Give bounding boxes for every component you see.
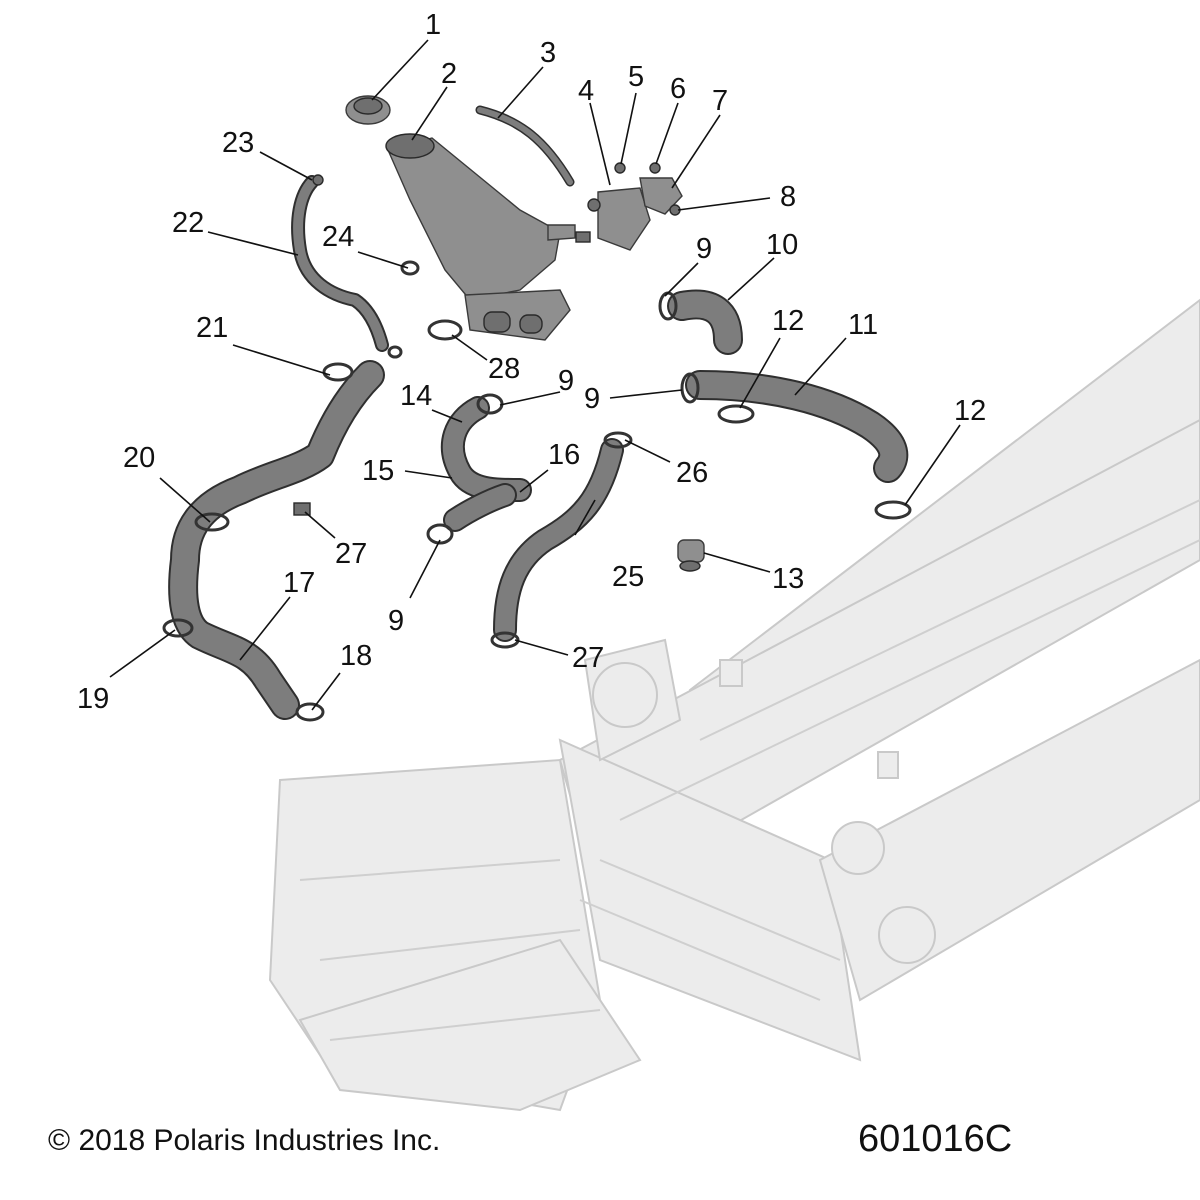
part-pressure-cap [345,95,391,125]
callout-27-upper: 27 [335,538,367,570]
callout-13: 13 [772,563,804,595]
part-return-hose [490,431,633,649]
part-bypass-hose [291,174,420,359]
callout-9-elbow: 9 [696,233,712,265]
callout-19: 19 [77,683,109,715]
callout-8: 8 [780,181,796,213]
leader-lines [109,39,961,711]
callout-3: 3 [540,37,556,69]
callout-22: 22 [172,207,204,239]
callout-1: 1 [425,9,441,41]
callout-14: 14 [400,380,432,412]
callout-16: 16 [548,439,580,471]
callout-5: 5 [628,61,644,93]
part-coolant-tank [385,133,576,341]
part-main-coolant-pipe [162,360,385,722]
callout-6: 6 [670,73,686,105]
part-elbow-hose [658,289,743,355]
callout-7: 7 [712,85,728,117]
callout-28: 28 [488,353,520,385]
part-long-hose [680,370,912,520]
callout-26: 26 [676,457,708,489]
part-tee-fitting [677,539,705,572]
callout-23: 23 [222,127,254,159]
callout-15: 15 [362,455,394,487]
callout-12-upper: 12 [772,305,804,337]
part-vent-hose [475,105,575,187]
callout-10: 10 [766,229,798,261]
callout-21: 21 [196,312,228,344]
callout-4: 4 [578,75,594,107]
callout-27-lower: 27 [572,642,604,674]
callout-11: 11 [848,309,878,341]
callout-20: 20 [123,442,155,474]
callout-24: 24 [322,221,354,253]
chassis-frame [268,298,1200,1112]
callout-25: 25 [612,561,644,593]
callout-9-right: 9 [584,383,600,415]
callout-18: 18 [340,640,372,672]
callout-9-upper: 9 [558,365,574,397]
callout-12-lower: 12 [954,395,986,427]
figure-number: 601016C [858,1118,1013,1160]
copyright-notice: © 2018 Polaris Industries Inc. [48,1124,441,1157]
callout-2: 2 [441,58,457,90]
callout-labels: 1 2 3 4 5 6 7 8 9 10 11 12 12 13 14 15 1… [77,9,986,715]
callout-9-lower: 9 [388,605,404,637]
callout-17: 17 [283,567,315,599]
part-mounting-bracket [575,162,683,251]
